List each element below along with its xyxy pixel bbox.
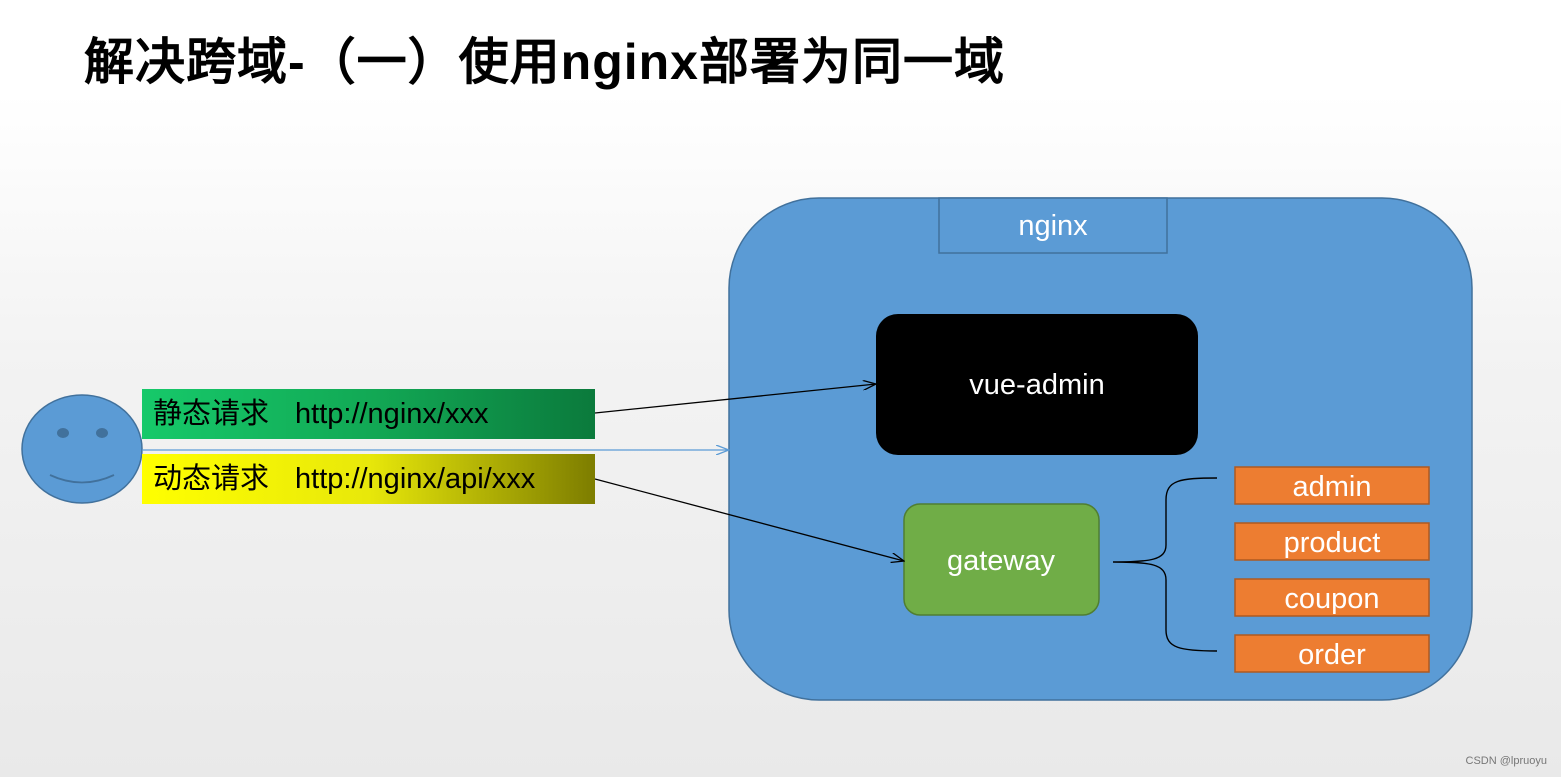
vue-admin-box xyxy=(876,314,1198,455)
dynamic-request-label: 动态请求 http://nginx/api/xxx xyxy=(142,454,595,504)
vue-admin-label: vue-admin xyxy=(969,369,1104,401)
dynamic-request-type: 动态请求 xyxy=(153,463,270,495)
smiley-face-icon xyxy=(21,394,143,504)
static-request-type: 静态请求 xyxy=(153,398,270,430)
service-product-box xyxy=(1234,522,1430,561)
service-admin-box xyxy=(1234,466,1430,505)
service-coupon-box xyxy=(1234,578,1430,617)
static-request-label: 静态请求 http://nginx/xxx xyxy=(142,389,595,439)
page-title: 解决跨域-（一）使用nginx部署为同一域 xyxy=(84,34,1005,90)
nginx-label-box xyxy=(938,197,1168,254)
nginx-label: nginx xyxy=(1018,210,1088,242)
service-coupon-label: coupon xyxy=(1284,583,1379,615)
service-order-box xyxy=(1234,634,1430,673)
service-product-label: product xyxy=(1284,527,1381,559)
arrow-static-to-vue-admin xyxy=(594,384,876,414)
gateway-label: gateway xyxy=(947,545,1056,577)
watermark: CSDN @lpruoyu xyxy=(1465,755,1547,767)
service-order-label: order xyxy=(1298,639,1366,671)
arrow-dynamic-to-gateway xyxy=(594,478,904,561)
static-request-url: http://nginx/xxx xyxy=(295,398,489,430)
service-list: admin product coupon order xyxy=(1234,466,1430,673)
dynamic-request-url: http://nginx/api/xxx xyxy=(295,463,536,495)
service-admin-label: admin xyxy=(1293,471,1372,503)
services-brace xyxy=(1112,477,1218,652)
